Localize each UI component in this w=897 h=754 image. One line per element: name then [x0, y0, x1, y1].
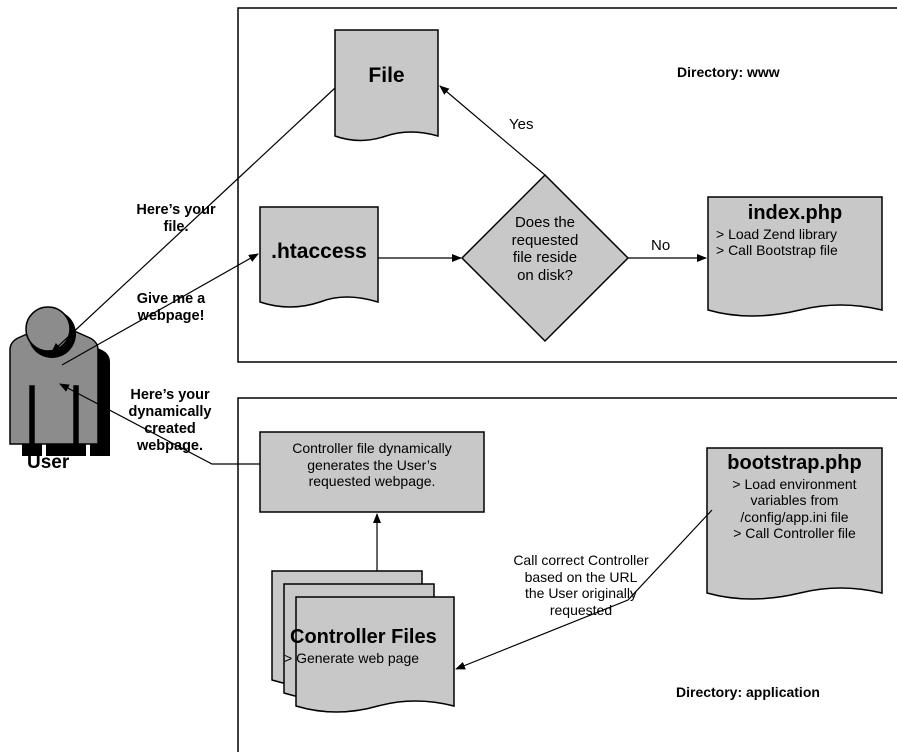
controller-generator-shape [259, 431, 485, 513]
controller-files-front-sheet [295, 596, 455, 713]
edge-label-call-controller: Call correct Controller based on the URL… [513, 552, 649, 618]
htaccess-node-shape [259, 206, 379, 308]
edge-label-yes: Yes [509, 116, 534, 133]
user-person-icon [9, 306, 110, 456]
edge-file-to-user [51, 87, 336, 353]
edge-label-no: No [651, 237, 671, 254]
message-heres-dynamic-webpage: Here’s your dynamically created webpage. [128, 387, 212, 455]
message-give-me-webpage: Give me a webpage! [136, 291, 206, 325]
directory-www-label: Directory: www [677, 64, 780, 80]
user-label: User [27, 452, 70, 473]
controller-files-title: Controller Files [290, 626, 437, 648]
www-directory-region [237, 7, 897, 363]
edge-controller-to-user [59, 383, 260, 465]
file-node-shape [334, 29, 439, 142]
index-php-node-text: index.php > Load Zend library > Call Boo… [708, 202, 882, 259]
bootstrap-php-node-text: bootstrap.php > Load environment variabl… [707, 452, 882, 542]
edge-user-to-htaccess [61, 253, 259, 366]
edge-bootstrap-to-controller-files [455, 509, 713, 670]
index-php-node-shape [707, 196, 883, 317]
index-php-title: index.php [747, 202, 843, 224]
decision-node-text: Does the requested file reside on disk? [511, 214, 579, 285]
file-node-title: File [368, 64, 405, 87]
message-heres-your-file: Here’s your file. [136, 202, 216, 236]
controller-generator-text: Controller file dynamically generates th… [292, 440, 452, 490]
application-directory-region [237, 397, 897, 752]
bootstrap-php-title: bootstrap.php [727, 452, 862, 474]
decision-diamond-shape [460, 173, 630, 343]
bootstrap-php-node-shape [706, 447, 883, 600]
directory-application-label: Directory: application [676, 684, 820, 700]
edge-decision-to-file-yes [439, 85, 546, 176]
controller-files-node-text: Controller Files > Generate web page [284, 626, 454, 666]
htaccess-node-title: .htaccess [271, 240, 367, 263]
